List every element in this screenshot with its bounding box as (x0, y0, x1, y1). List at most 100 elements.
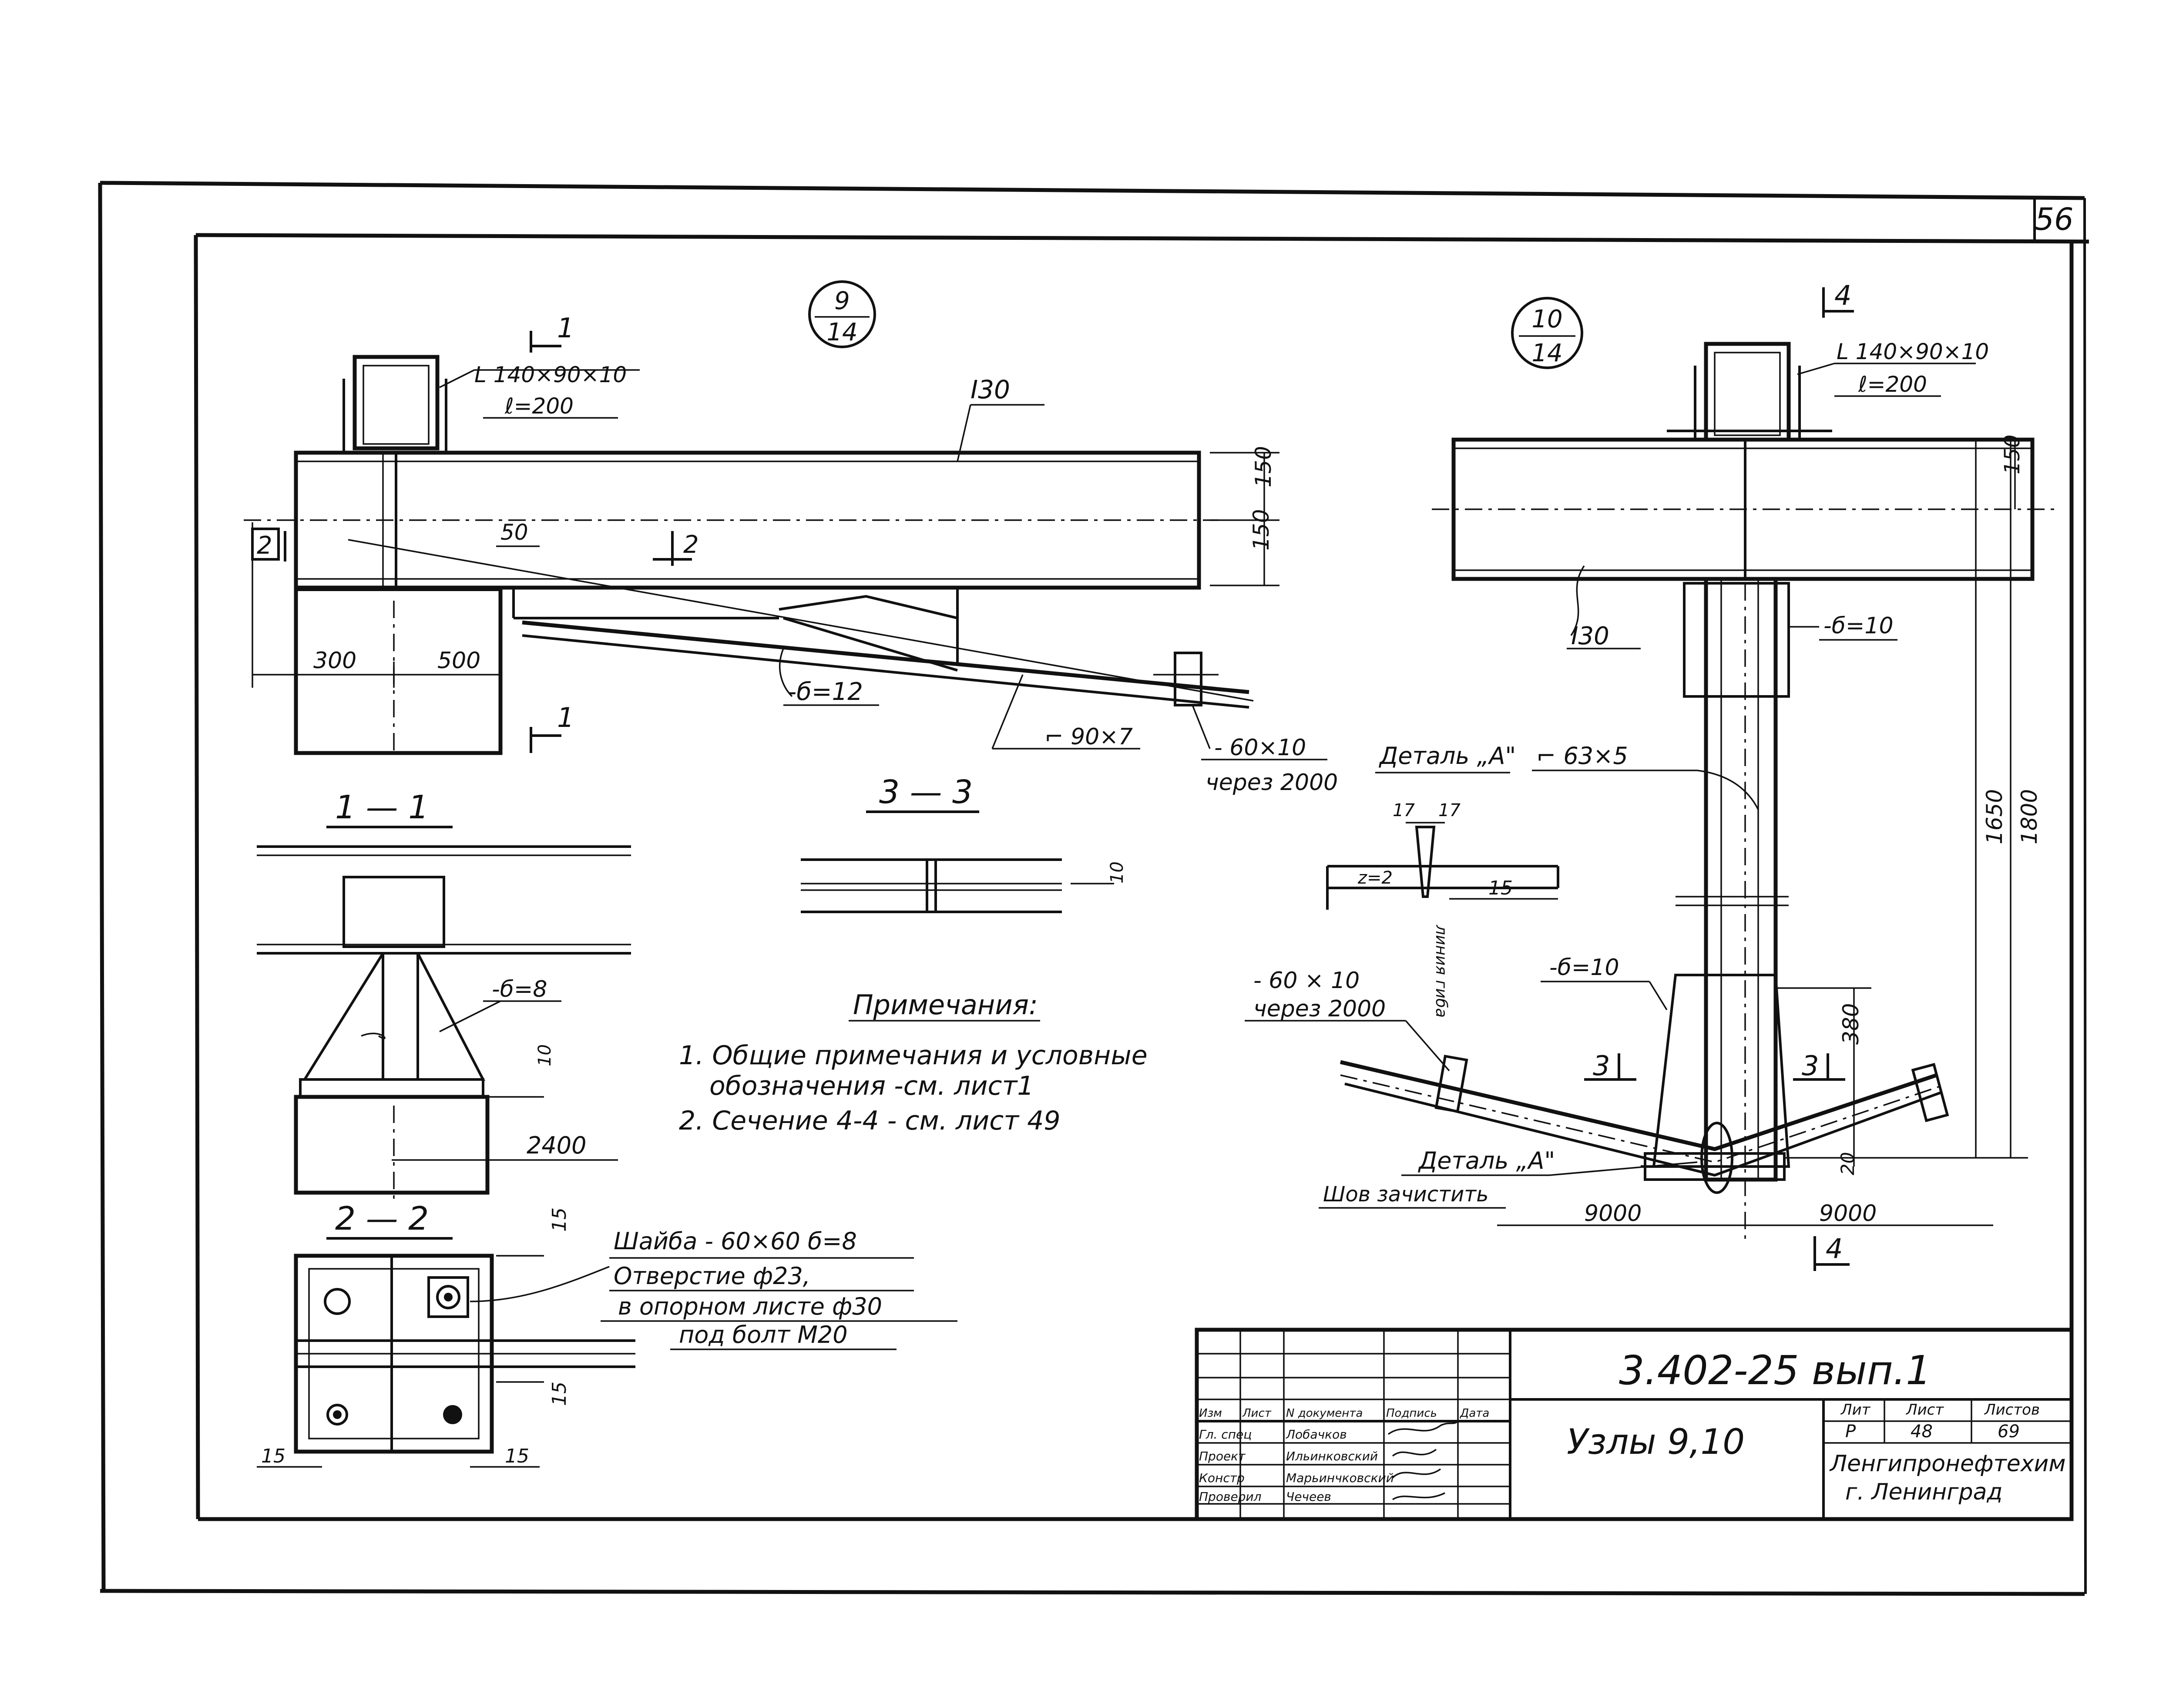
angle-length-10: ℓ=200 (1858, 372, 1927, 397)
section-2-label-right: 2 (683, 531, 699, 559)
node-9-mark: 9 14 (808, 280, 876, 348)
node-9-mark-top: 9 (834, 287, 850, 315)
col-sign: Подпись (1386, 1407, 1437, 1420)
section-4-marker-top: 4 (1822, 279, 1854, 318)
stage-header: Лит (1840, 1401, 1871, 1419)
dim-500: 500 (437, 648, 480, 674)
section-1-1-dim-2400: 2400 (527, 1132, 586, 1159)
detail-a-dim-17-right: 17 (1438, 800, 1461, 820)
node-10-dim-150: 150 (2000, 434, 2028, 509)
strip-spacing-10: через 2000 (1253, 996, 1386, 1022)
drawing-title: Узлы 9,10 (1567, 1422, 1745, 1462)
plate-10-upper-label: -б=10 (1823, 613, 1894, 639)
sheets-header: Листов (1984, 1401, 2040, 1419)
washer-label: Шайба - 60×60 б=8 (614, 1227, 857, 1255)
detail-a-bend-line: линия гиба (1432, 925, 1450, 1018)
col-date: Дата (1460, 1407, 1489, 1420)
note-1-line-1: 1. Общие примечания и условные (679, 1040, 1148, 1071)
angle-90x7-label: ⌐ 90×7 (1044, 724, 1133, 750)
weld-note: Шов зачистить (1323, 1182, 1489, 1207)
dim-50-marker: 50 (496, 520, 540, 547)
dim-150-10: 150 (2000, 434, 2025, 474)
section-2-2-dim-15-top: 15 (548, 1207, 571, 1232)
notes-title: Примечания: (853, 989, 1038, 1021)
page-number: 56 (2035, 202, 2073, 237)
section-1-1: 1 — 1 -б=8 10 2400 (257, 789, 631, 1201)
signature-3 (1392, 1468, 1441, 1479)
section-3-marker-left: 3 (1584, 1050, 1636, 1082)
angle-length: ℓ=200 (504, 393, 574, 419)
section-1-1-dim-10: 10 (535, 1044, 555, 1066)
dim-1650: 1650 (1982, 789, 2007, 844)
angle-63x5-leader (1697, 770, 1759, 810)
post-tube-10 (1667, 342, 1832, 442)
section-2-2-dim-15-left: 15 (261, 1445, 285, 1467)
dim-20: 20 (1837, 1152, 1858, 1175)
dim-9000-left: 9000 (1584, 1200, 1642, 1227)
role-chief: Гл. спец (1199, 1427, 1252, 1442)
detail-a: 17 17 z=2 15 линия гиба (1326, 800, 1559, 1018)
section-1-label-top: 1 (557, 312, 574, 344)
stage-value: Р (1845, 1422, 1856, 1442)
plate-12-label: -б=12 (788, 678, 863, 706)
section-4-marker-bottom: 4 (1813, 1233, 1850, 1271)
sheets-value: 69 (1998, 1422, 2020, 1442)
beam-label-leader-10 (1570, 565, 1585, 636)
section-2-label-left: 2 (257, 531, 272, 560)
section-1-1-title: 1 — 1 (335, 789, 429, 826)
organization: Ленгипронефтехим (1829, 1451, 2066, 1477)
strip-label: - 60×10 (1214, 735, 1306, 761)
col-doc: N документа (1286, 1407, 1363, 1420)
section-3-3: 3 — 3 10 (801, 773, 1127, 913)
section-3-label-left: 3 (1593, 1050, 1610, 1082)
notes: Примечания: 1. Общие примечания и условн… (679, 989, 1148, 1136)
beam-i30-10 (1432, 437, 2054, 581)
beam-i30 (244, 451, 1219, 590)
angle-label: L 140×90×10 (474, 362, 627, 387)
page-number-box: 56 (2033, 198, 2074, 242)
bolt-label: под болт М20 (679, 1321, 848, 1348)
strip-spacing: через 2000 (1206, 770, 1338, 796)
angle-label-10: L 140×90×10 (1837, 339, 1989, 364)
hole-label: Отверстие ф23, (614, 1262, 810, 1290)
node-10-dims-right: 1650 1800 380 20 (1776, 440, 2042, 1175)
post-tube (343, 355, 447, 453)
role-project: Проект (1199, 1449, 1246, 1463)
role-designer: Констр (1199, 1471, 1245, 1485)
inner-frame (194, 233, 2089, 1521)
section-2-2-title: 2 — 2 (335, 1200, 429, 1237)
node-10-mark-bottom: 14 (1531, 339, 1562, 367)
signature-2 (1392, 1449, 1437, 1457)
section-2-marker-right: 2 (653, 531, 699, 566)
node-10: 10 14 4 L 140×90×10 ℓ=200 (1245, 279, 2054, 1271)
name-chief: Лобачков (1286, 1427, 1347, 1442)
section-3-3-title: 3 — 3 (879, 773, 973, 811)
note-2: 2. Сечение 4-4 - см. лист 49 (679, 1106, 1061, 1136)
beam-label-10: I30 (1571, 622, 1609, 650)
node-9: 9 14 1 L 140×90×10 ℓ=200 (244, 280, 1338, 796)
signature-1 (1387, 1420, 1459, 1435)
section-3-marker-right: 3 (1793, 1050, 1845, 1082)
title-block: 3.402-25 вып.1 Узлы 9,10 Ленгипронефтехи… (1195, 1328, 2074, 1521)
sheet-header: Лист (1905, 1401, 1944, 1419)
col-list: Лист (1242, 1407, 1272, 1420)
v-chord (1340, 1055, 1949, 1194)
name-project: Ильинковский (1286, 1449, 1378, 1463)
name-designer: Марьинчковский (1286, 1471, 1394, 1485)
angle-leader (439, 369, 475, 388)
beam-label: I30 (970, 375, 1010, 404)
section-4-label-top: 4 (1834, 279, 1851, 311)
detail-a-dim-17-left: 17 (1393, 800, 1415, 820)
section-2-2-dim-15-right: 15 (548, 1382, 571, 1406)
node-10-mark: 10 14 (1511, 297, 1583, 369)
detail-a-dim-15: 15 (1488, 877, 1513, 899)
strip-label-10: - 60 × 10 (1253, 968, 1360, 994)
dim-150-upper: 150 (1251, 446, 1276, 488)
outer-frame (98, 181, 2087, 1596)
col-izm: Изм (1199, 1407, 1222, 1420)
node-10-mark-top: 10 (1531, 305, 1562, 333)
sheet-value: 48 (1911, 1422, 1933, 1442)
detail-a-bottom-label: Деталь „А" (1418, 1147, 1555, 1174)
